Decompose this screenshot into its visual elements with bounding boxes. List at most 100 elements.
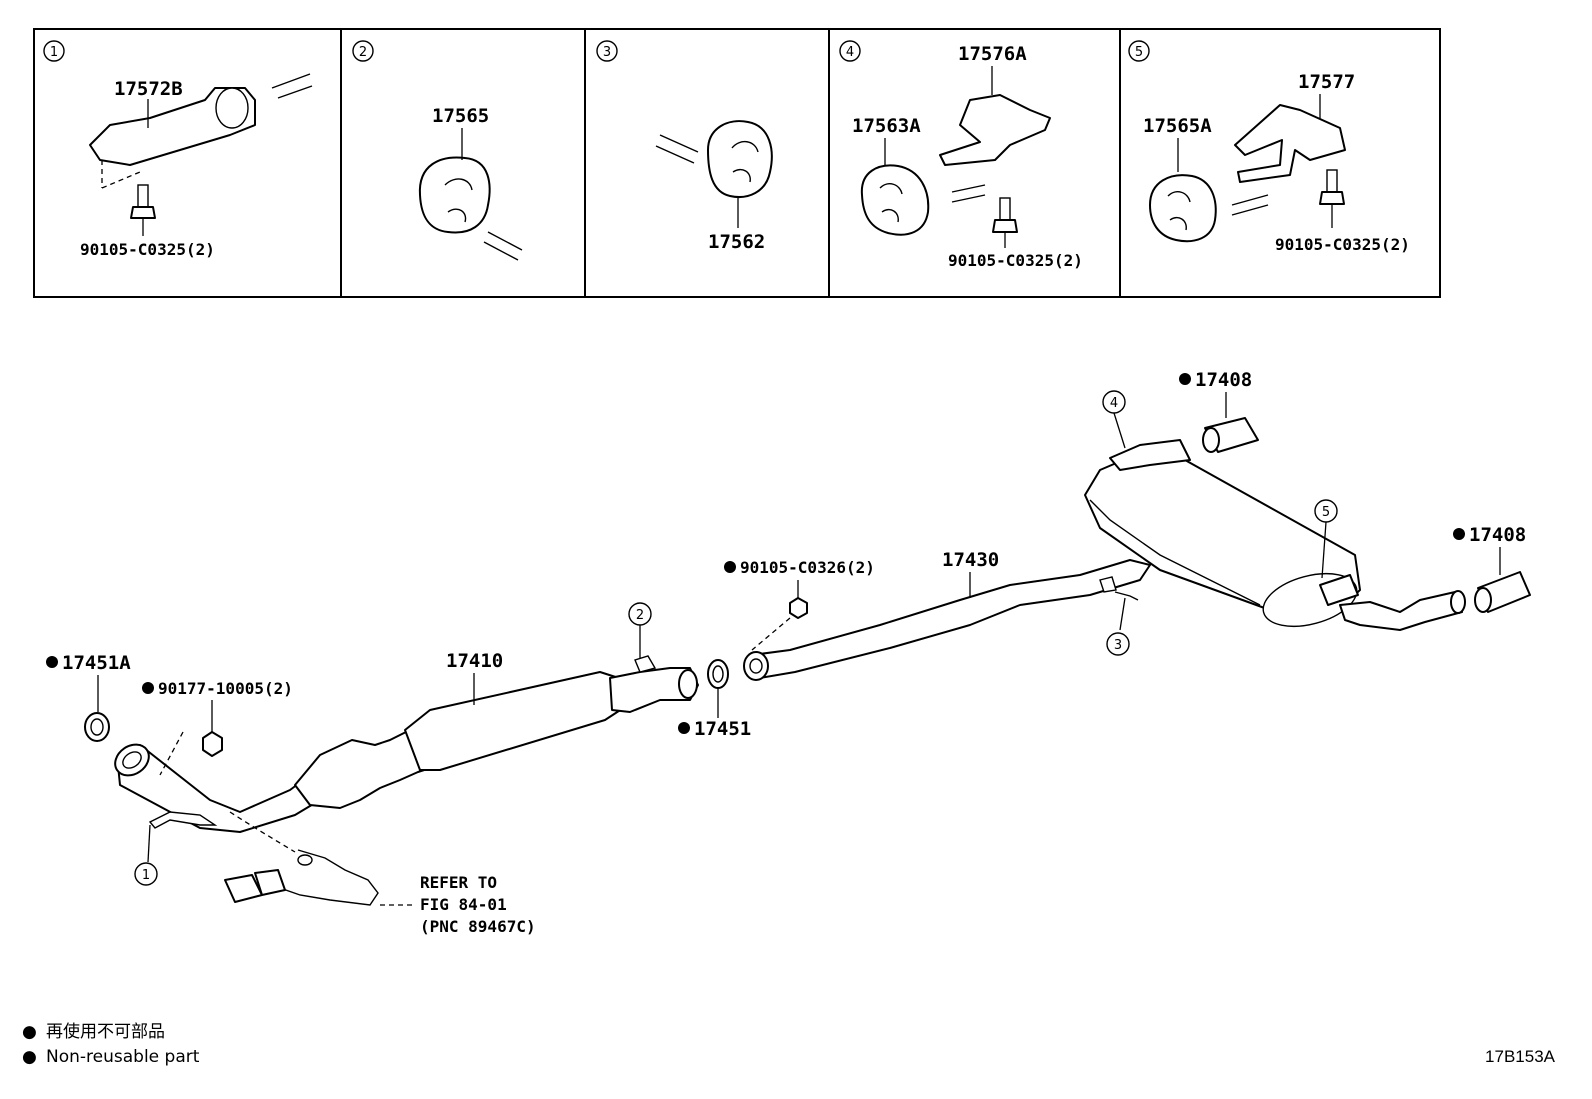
rod-stub (1231, 194, 1269, 206)
rod-stub (487, 231, 523, 251)
exhaust-tip-end (1202, 427, 1220, 453)
bolt-head (992, 219, 1018, 233)
inset-5: 5 17577 17565A 90105-C0325(2) (1128, 40, 1410, 254)
callout-circle (1106, 632, 1130, 656)
legend-text: Non-reusable part (46, 1047, 200, 1067)
inset-1: 1 17572B 90105-C0325(2) (43, 40, 313, 259)
outlet-flange (678, 669, 698, 699)
hanger-detail (731, 141, 759, 183)
leader-line (1119, 597, 1126, 631)
bracket-17577 (1234, 104, 1346, 183)
leader-line (1321, 521, 1327, 579)
rubber-hanger-17565 (418, 156, 491, 234)
part-label: 17408 (1195, 369, 1252, 391)
inset-number-circle (1128, 40, 1150, 62)
part-label: 17572B (114, 78, 183, 100)
hanger-detail (879, 183, 903, 223)
rod-stub (951, 194, 986, 203)
part-label: 17410 (446, 650, 503, 672)
inset-3: 3 17562 (596, 40, 773, 253)
sensor-tip (297, 854, 313, 866)
front-bracket (148, 811, 218, 829)
sensor-wire (257, 849, 379, 906)
dash-leader (101, 171, 141, 189)
main-assembly: 17451A 90177-10005(2) 1 17410 (46, 369, 1531, 936)
part-label: 90105-C0325(2) (80, 240, 215, 259)
non-reusable-dot (142, 682, 154, 694)
refer-note-line: REFER TO (420, 873, 497, 892)
callout-number: 4 (1110, 396, 1118, 411)
tail-pipe-flange-hole (749, 658, 763, 674)
exhaust-tip-end (1474, 587, 1492, 613)
bracket-ring (215, 87, 249, 129)
hanger-rod (1114, 591, 1139, 601)
rubber-hanger-17565a (1149, 174, 1217, 243)
refer-note-line: FIG 84-01 (420, 895, 507, 914)
callout-number: 3 (1114, 638, 1122, 653)
inset-number-circle (43, 40, 65, 62)
gasket-hole (90, 718, 104, 736)
hanger-rod (634, 655, 657, 673)
part-label: 90105-C0325(2) (948, 251, 1083, 270)
dash-leader (751, 617, 791, 651)
gasket-hole (712, 665, 724, 683)
rod-stub (659, 134, 699, 153)
bolt-shaft (137, 184, 149, 208)
callout-circle (134, 862, 158, 886)
refer-note-line: (PNC 89467C) (420, 917, 536, 936)
non-reusable-dot (724, 561, 736, 573)
part-label: 90177-10005(2) (158, 679, 293, 698)
leader-line (147, 824, 151, 863)
inset-2: 2 17565 (352, 40, 523, 261)
part-label: 17577 (1298, 71, 1355, 93)
hanger-detail (444, 178, 473, 223)
nut-90177 (202, 731, 223, 757)
inset-number: 5 (1135, 45, 1143, 60)
rod-stub (1231, 204, 1269, 216)
part-label: 17562 (708, 231, 765, 253)
tail-pipe-17430 (751, 559, 1151, 679)
center-pipe-body (404, 671, 629, 771)
rod-stub (483, 241, 519, 261)
non-reusable-dot (678, 722, 690, 734)
muffler-top-pipe (1109, 439, 1191, 471)
part-label: 17565A (1143, 115, 1212, 137)
hanger-bracket-17572b (89, 87, 256, 166)
part-label: 17451 (694, 718, 751, 740)
rod-stub (277, 85, 313, 99)
inset-number: 2 (359, 45, 367, 60)
part-label: 17563A (852, 115, 921, 137)
legend-symbol: ● (22, 1047, 37, 1067)
hanger-bracket (1099, 576, 1117, 593)
bolt-head (130, 206, 156, 219)
rod-stub (951, 184, 986, 193)
part-label: 90105-C0326(2) (740, 558, 875, 577)
inset-4: 4 17576A 17563A 90105-C0325(2) (839, 40, 1083, 270)
sensor-dash (229, 811, 296, 853)
callout-number: 5 (1322, 505, 1330, 520)
inset-number-circle (596, 40, 618, 62)
inset-number-circle (352, 40, 374, 62)
part-label: 17451A (62, 652, 131, 674)
bracket-17576a (939, 94, 1051, 166)
part-label: 17565 (432, 105, 489, 127)
inset-number: 1 (50, 45, 58, 60)
legend-text: 再使用不可部品 (46, 1021, 165, 1042)
rod-stub (655, 145, 695, 164)
non-reusable-dot (1179, 373, 1191, 385)
hanger-detail (1167, 191, 1191, 231)
muffler-seam (1089, 499, 1261, 606)
inset-number: 4 (846, 45, 854, 60)
callout-number: 1 (142, 868, 150, 883)
leader-line (1113, 412, 1126, 449)
callout-number: 2 (636, 608, 644, 623)
legend: ● 再使用不可部品 ● Non-reusable part (22, 1021, 200, 1067)
outlet-end (1450, 590, 1466, 614)
part-label: 17408 (1469, 524, 1526, 546)
bolt-head (1319, 191, 1345, 205)
bolt-shaft (999, 197, 1011, 221)
non-reusable-dot (46, 656, 58, 668)
figure-code: 17B153A (1485, 1047, 1556, 1066)
part-label: 17430 (942, 549, 999, 571)
